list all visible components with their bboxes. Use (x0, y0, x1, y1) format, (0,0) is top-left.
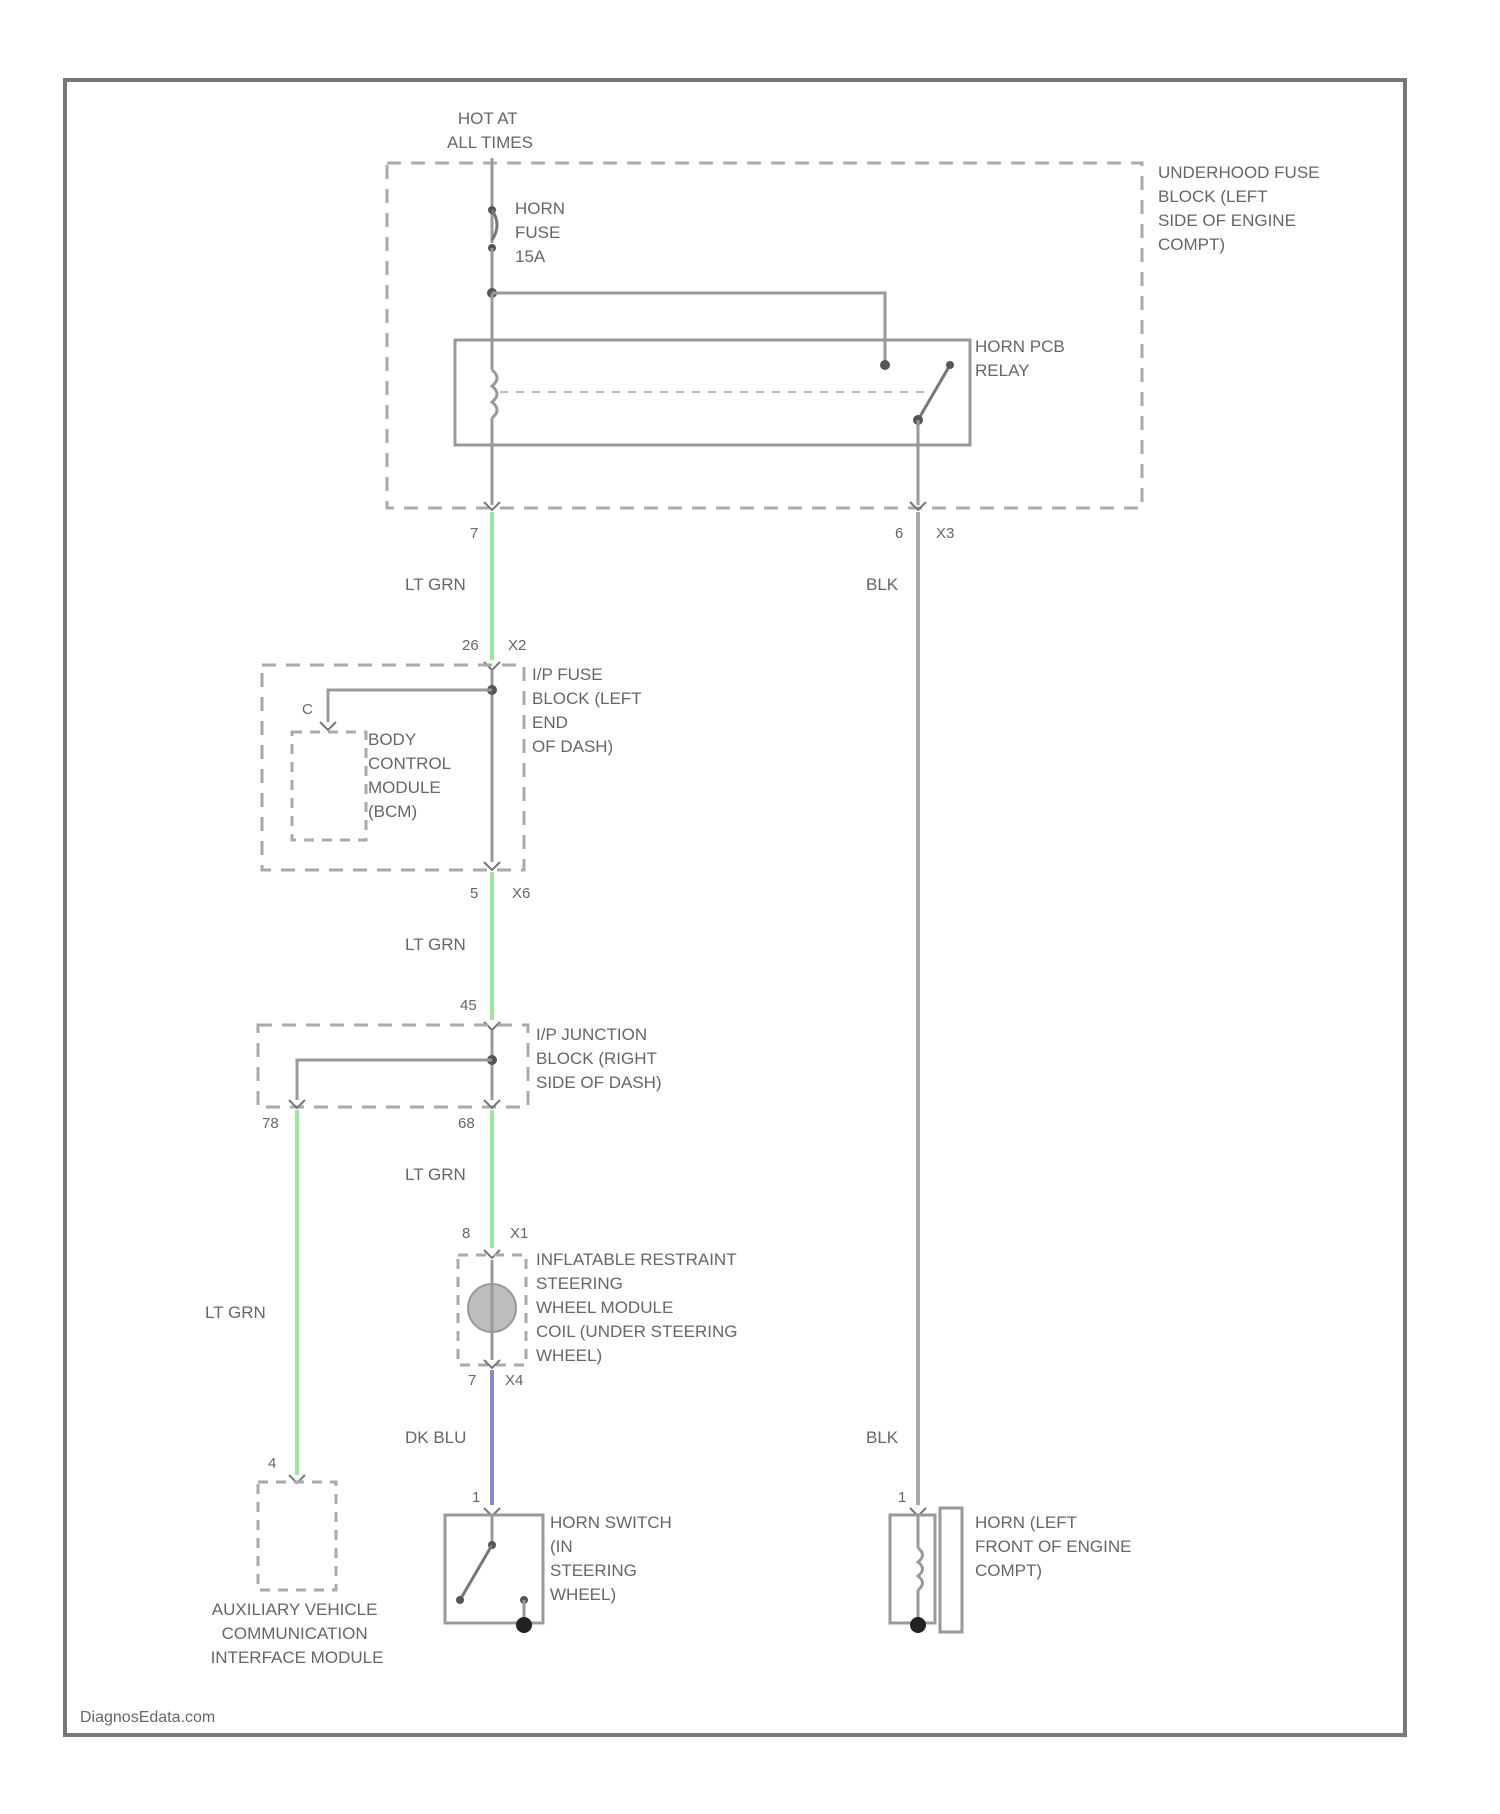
steering-coil-label: INFLATABLE RESTRAINT STEERING WHEEL MODU… (536, 1250, 742, 1365)
horn-switch-ground (516, 1617, 532, 1633)
wire-label-dk-blu: DK BLU (405, 1428, 466, 1447)
horn-label: HORN (LEFT FRONT OF ENGINE COMPT) (975, 1513, 1136, 1580)
wire-label-lt-grn-4: LT GRN (205, 1303, 266, 1322)
connector-bcm (320, 722, 336, 730)
wire-label-lt-grn-1: LT GRN (405, 575, 466, 594)
relay-feed-wire (492, 293, 885, 365)
pin-uh-right: 6 (895, 525, 903, 542)
horn-switch-box (445, 1515, 543, 1623)
wire-label-lt-grn-2: LT GRN (405, 935, 466, 954)
pin-ip-top-connector: X2 (508, 637, 526, 654)
horn-switch-label: HORN SWITCH (IN STEERING WHEEL) (550, 1513, 677, 1604)
bcm-outline (292, 732, 366, 840)
pin-coil-bottom-connector: X4 (505, 1372, 523, 1389)
pin-jb-left: 78 (262, 1115, 279, 1132)
underhood-fuse-block-outline (387, 163, 1142, 508)
pin-ip-bottom-connector: X6 (512, 885, 530, 902)
relay-coil-symbol (492, 370, 497, 418)
wire-label-lt-grn-3: LT GRN (405, 1165, 466, 1184)
pin-avcim: 4 (268, 1455, 276, 1472)
pin-horn: 1 (898, 1489, 906, 1506)
horn-switch-arm (460, 1545, 492, 1600)
jb-branch-wire (297, 1060, 492, 1100)
pin-jb-top: 45 (460, 997, 477, 1014)
pin-uh-right-connector: X3 (936, 525, 954, 542)
bcm-feed-wire (328, 690, 492, 722)
wire-label-blk-2: BLK (866, 1428, 899, 1447)
pin-coil-bottom: 7 (468, 1372, 476, 1389)
horn-body (890, 1515, 935, 1623)
horn-fuse-label: HORN FUSE 15A (515, 199, 570, 266)
diagram-frame (65, 80, 1405, 1735)
relay-contact-terminal (880, 360, 890, 370)
horn-ground (910, 1617, 926, 1633)
horn-bell (940, 1508, 962, 1632)
avcim-outline (258, 1482, 336, 1590)
avcim-label: AUXILIARY VEHICLE COMMUNICATION INTERFAC… (211, 1600, 384, 1667)
horn-switch-bottom-contact (456, 1596, 464, 1604)
pin-ip-top: 26 (462, 637, 479, 654)
power-source-label: HOT AT ALL TIMES (447, 109, 533, 152)
ip-junction-block-label: I/P JUNCTION BLOCK (RIGHT SIDE OF DASH) (536, 1025, 662, 1092)
credit-text: DiagnosEdata.com (80, 1709, 215, 1726)
pin-uh-left: 7 (470, 525, 478, 542)
horn-coil-symbol (918, 1548, 923, 1590)
pin-bcm: C (302, 701, 313, 718)
pin-coil-top: 8 (462, 1225, 470, 1242)
pin-ip-bottom: 5 (470, 885, 478, 902)
horn-relay-label: HORN PCB RELAY (975, 337, 1069, 380)
pin-coil-top-connector: X1 (510, 1225, 528, 1242)
pin-jb-right: 68 (458, 1115, 475, 1132)
wire-label-blk-1: BLK (866, 575, 899, 594)
bcm-label: BODY CONTROL MODULE (BCM) (368, 730, 455, 821)
underhood-fuse-block-label: UNDERHOOD FUSE BLOCK (LEFT SIDE OF ENGIN… (1158, 163, 1324, 254)
ip-fuse-block-label: I/P FUSE BLOCK (LEFT END OF DASH) (532, 665, 646, 756)
pin-horn-switch: 1 (472, 1489, 480, 1506)
relay-switch-contact (946, 361, 954, 369)
